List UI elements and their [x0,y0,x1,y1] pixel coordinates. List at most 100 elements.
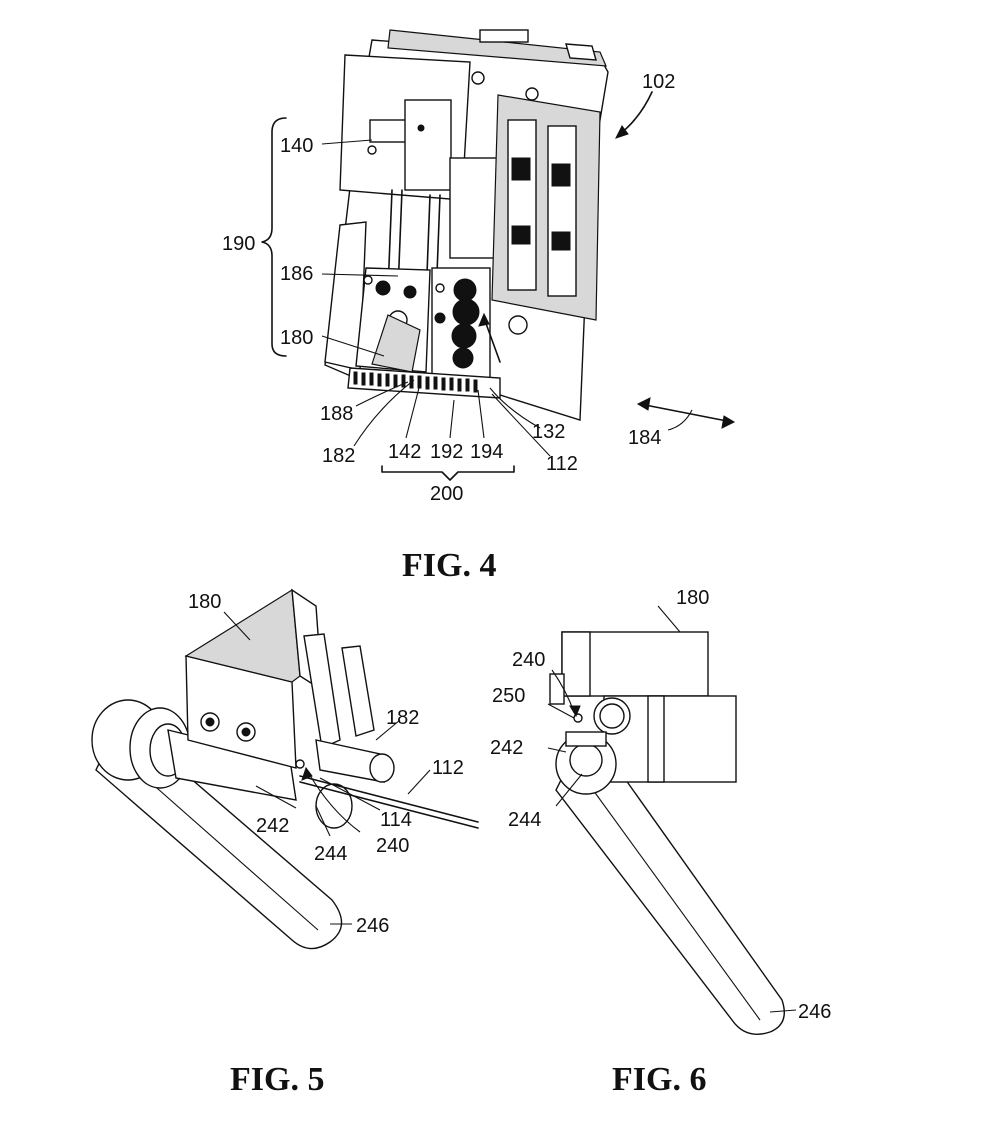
fig5-leader-180 [223,611,251,641]
fig4-gear-arrow [483,317,501,363]
fig4-arrowhead-right [721,415,736,429]
fig4-label-112: 112 [546,453,578,475]
fig5-wire-112-edge [299,781,479,829]
fig5-finger-b [341,645,375,737]
fig4-leader-132 [489,387,541,429]
fig4-label-142: 142 [388,441,421,463]
fig4-screw-a [367,145,377,155]
fig4-gear-stack [451,278,480,369]
fig4-label-102: 102 [642,71,675,93]
fig5-leader-114 [319,777,381,811]
fig4-leader-112 [491,393,551,457]
fig5-leader-182 [375,719,401,741]
fig5-label-240: 240 [376,835,409,857]
fig5-drawing: 180 182 112 114 242 244 240 246 FIG. 5 [91,588,479,1098]
fig4-latch-a [511,157,531,181]
fig4-teeth [353,371,478,393]
fig5-arrowhead-240 [301,766,313,781]
fig4-top-rail [387,29,607,67]
fig6-label-180: 180 [676,587,709,609]
fig6-hub-top [565,731,607,747]
fig6-shaft-244 [569,743,603,777]
fig5-leader-242 [255,785,297,809]
fig6-label-242: 242 [490,737,523,759]
fig6-upper-block-edge [561,631,591,697]
fig4-leader-188 [355,381,409,407]
fig4-leader-192 [449,399,455,439]
fig4-pin-a [417,124,425,132]
fig4-screw-e [403,285,417,299]
fig6-bore-inner [599,703,625,729]
fig6-drawing: 180 240 250 242 244 246 FIG. 6 [490,587,831,1098]
fig5-pin-182-end [369,753,395,783]
fig4-leader-140 [321,139,373,145]
fig6-leader-246 [769,1009,797,1013]
fig6-label-250: 250 [492,685,525,707]
fig5-label-180: 180 [188,591,221,613]
fig4-leader-180 [321,335,385,357]
fig4-label-190: 190 [222,233,255,255]
fig6-lower-block-edge [647,695,665,783]
fig4-brace-200 [381,465,515,481]
fig6-label-240: 240 [512,649,545,671]
fig5-label-182: 182 [386,707,419,729]
fig6-leader-250 [547,703,575,719]
fig4-latch-b [551,163,571,187]
fig6-leader-244 [555,773,583,807]
fig4-label-188: 188 [320,403,353,425]
fig4-screw-f [363,275,373,285]
fig4-label-184: 184 [628,427,661,449]
fig5-label-242: 242 [256,815,289,837]
fig4-slot-b [547,125,577,297]
fig4-leader-186 [321,273,399,277]
fig5-label-114: 114 [380,809,412,831]
fig6-label-246: 246 [798,1001,831,1023]
fig5-label-244: 244 [314,843,347,865]
fig4-top-screw [471,71,485,85]
fig4-leader-194 [477,389,485,439]
fig6-handle-edge [579,771,761,1021]
fig5-label-112: 112 [432,757,464,779]
fig5-caption: FIG. 5 [230,1061,324,1098]
fig4-carriage [449,157,499,259]
fig4-arrow-102-head [615,125,629,139]
fig5-leader-244 [315,805,331,837]
fig4-arrow-102 [619,91,653,135]
fig4-screw-h [435,283,445,293]
fig5-screw-a-core [205,717,215,727]
fig4-clip [565,43,597,61]
fig4-brace-190 [261,117,287,357]
fig4-slot-a [507,119,537,291]
fig4-label-186: 186 [280,263,313,285]
fig4-label-140: 140 [280,135,313,157]
fig6-caption: FIG. 6 [612,1061,706,1098]
fig4-label-182: 182 [322,445,355,467]
fig4-caption: FIG. 4 [402,547,496,584]
fig4-drawing: 102 140 190 186 180 188 182 142 192 194 … [222,29,736,584]
fig4-gear-arrowhead [478,312,490,327]
fig4-slider-140 [369,119,411,143]
fig4-label-194: 194 [470,441,503,463]
fig5-label-246: 246 [356,915,389,937]
fig6-leader-242 [547,747,567,753]
fig4-latch-d [551,231,571,251]
fig4-block [404,99,452,191]
fig4-latch-c [511,225,531,245]
fig4-screw-g [434,312,446,324]
fig6-label-244: 244 [508,809,541,831]
fig5-hole-240 [295,759,305,769]
fig6-handle-246 [555,751,785,1035]
fig4-double-arrow-184 [639,403,733,423]
fig4-label-132: 132 [532,421,565,443]
fig5-leader-112 [407,769,431,795]
fig4-arrowhead-left [636,397,651,411]
fig4-label-192: 192 [430,441,463,463]
fig6-leader-180 [657,605,681,633]
fig4-leader-142 [405,383,421,439]
fig4-top-cap [479,29,529,43]
fig5-leader-240 [307,771,361,833]
fig5-finger-a [303,633,341,750]
fig4-label-200: 200 [430,483,463,505]
fig4-screw-c [508,315,528,335]
